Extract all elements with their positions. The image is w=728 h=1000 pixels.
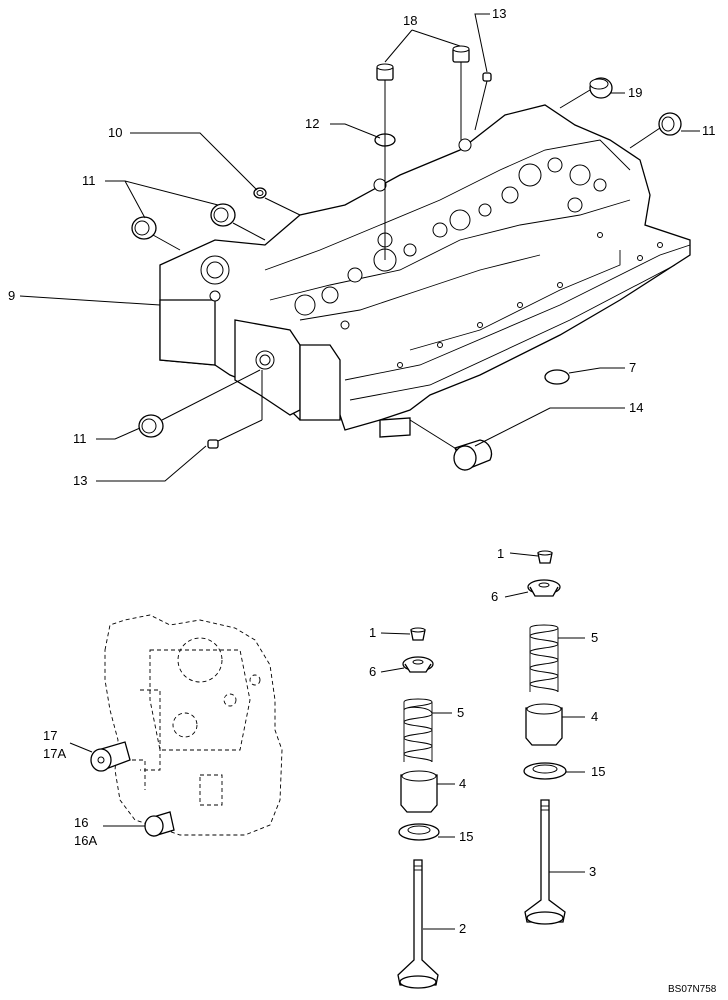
callout-15-right: 15	[591, 764, 605, 779]
callout-1-center: 1	[369, 625, 376, 640]
callout-15-center: 15	[459, 829, 473, 844]
callout-3: 3	[589, 864, 596, 879]
callout-11-left: 11	[82, 173, 96, 188]
callout-1-right: 1	[497, 546, 504, 561]
fitting-item-16	[144, 811, 175, 837]
callout-4-center: 4	[459, 776, 466, 791]
reference-code: BS07N758	[668, 984, 717, 995]
callout-5-right: 5	[591, 630, 598, 645]
callout-10: 10	[108, 125, 122, 140]
seal-item-11-left-a	[131, 216, 157, 240]
fitting-item-17	[90, 741, 131, 772]
callout-4-right: 4	[591, 709, 598, 724]
callout-2: 2	[459, 921, 466, 936]
callout-6-center: 6	[369, 664, 376, 679]
cap-item-18-left	[376, 63, 394, 81]
callout-9: 9	[8, 288, 15, 303]
plug-item-13-bottom	[207, 439, 219, 449]
callout-11-right: 11	[702, 123, 716, 138]
callout-6-right: 6	[491, 589, 498, 604]
cap-item-19	[589, 77, 613, 99]
valve-stack-center	[397, 627, 440, 989]
callout-16: 16	[74, 815, 88, 830]
plug-item-13-top	[482, 72, 492, 82]
cap-item-7	[544, 369, 570, 385]
callout-13-bottom: 13	[73, 473, 87, 488]
cylinder-head	[159, 104, 691, 438]
callout-7: 7	[629, 360, 636, 375]
callout-17A: 17A	[43, 746, 66, 761]
callout-19: 19	[628, 85, 642, 100]
callout-5-center: 5	[457, 705, 464, 720]
callout-11-bottom: 11	[73, 431, 87, 446]
seal-item-11-left-b	[210, 203, 236, 227]
callout-13-top: 13	[492, 6, 506, 21]
valve-stack-right	[523, 550, 567, 925]
cap-item-18-right	[452, 45, 470, 63]
callout-14: 14	[629, 400, 643, 415]
callout-labels: 18 13 12 19 11 10 11 9 7 14 11 13 1 6 5 …	[8, 6, 717, 995]
engine-block-reference	[104, 614, 283, 836]
callout-18: 18	[403, 13, 417, 28]
ring-item-10	[253, 187, 267, 199]
leader-lines	[19, 13, 700, 930]
seal-item-11-bottom	[138, 414, 164, 438]
callout-16A: 16A	[74, 833, 97, 848]
seal-item-11-right	[658, 112, 682, 136]
plug-item-14	[453, 439, 493, 471]
callout-17: 17	[43, 728, 57, 743]
callout-12: 12	[305, 116, 319, 131]
